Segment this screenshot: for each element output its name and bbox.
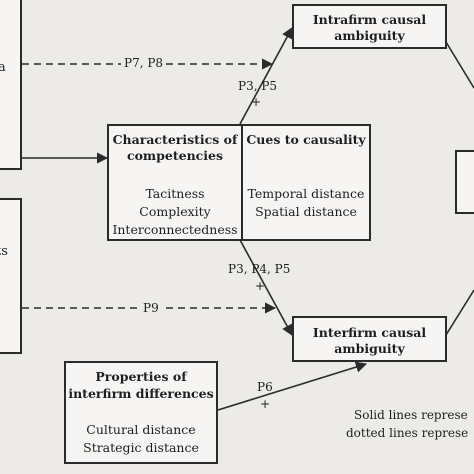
footnote-line2: dotted lines represe xyxy=(346,426,469,440)
cues-item-temporal: Temporal distance xyxy=(247,186,365,201)
interfirm-diff-item-strategic: Strategic distance xyxy=(83,440,199,455)
cues-title: Cues to causality xyxy=(246,132,366,147)
label-p6-sign: + xyxy=(260,397,271,411)
left-box-top: a xyxy=(0,0,22,170)
intrafirm-line2: ambiguity xyxy=(334,28,405,43)
cues-item-spatial: Spatial distance xyxy=(255,204,357,219)
label-p3p5-sign: + xyxy=(251,95,262,109)
label-p3p5: P3, P5 xyxy=(238,79,278,93)
competencies-item-tacitness: Tacitness xyxy=(145,186,205,201)
divider-line xyxy=(241,126,243,239)
interfirm-diff-title-line1: Properties of xyxy=(95,369,187,384)
interfirm-diff-title-line2: interfirm differences xyxy=(68,386,214,401)
competencies-title-line2: competencies xyxy=(126,148,224,163)
label-p3p4p5: P3, P4, P5 xyxy=(228,262,291,276)
left-box-bottom-fragment: ts xyxy=(0,244,8,259)
edge-p3p4p5 xyxy=(239,239,293,336)
edge-p6 xyxy=(217,361,368,411)
left-box-bottom: ts xyxy=(0,198,22,354)
label-p6: P6 xyxy=(257,380,273,394)
edge-interfirm-right xyxy=(445,289,474,336)
footnote-line1: Solid lines represe xyxy=(354,408,468,422)
interfirm-line1: Interfirm causal xyxy=(312,325,427,340)
competencies-item-complexity: Complexity xyxy=(139,204,211,219)
label-p9: P9 xyxy=(140,301,162,315)
competencies-title-line1: Characteristics of xyxy=(112,132,238,147)
competencies-item-interconnectedness: Interconnectedness xyxy=(112,222,238,237)
interfirm-line2: ambiguity xyxy=(334,341,405,356)
interfirm-diff-item-cultural: Cultural distance xyxy=(86,422,196,437)
intrafirm-causal-ambiguity-box: Intrafirm causal ambiguity xyxy=(292,4,447,49)
left-box-top-fragment: a xyxy=(0,60,6,75)
label-p3p4p5-sign: + xyxy=(255,279,266,293)
intrafirm-line1: Intrafirm causal xyxy=(312,12,427,27)
interfirm-causal-ambiguity-box: Interfirm causal ambiguity xyxy=(292,316,447,362)
right-box-partial xyxy=(455,150,474,214)
edge-intrafirm-right xyxy=(445,41,474,89)
label-p7p8: P7, P8 xyxy=(121,56,167,70)
interfirm-differences-box: Properties of interfirm differences Cult… xyxy=(64,361,218,464)
competencies-cues-box: Characteristics of competencies Tacitnes… xyxy=(107,124,371,241)
edge-p3p5 xyxy=(239,27,293,125)
